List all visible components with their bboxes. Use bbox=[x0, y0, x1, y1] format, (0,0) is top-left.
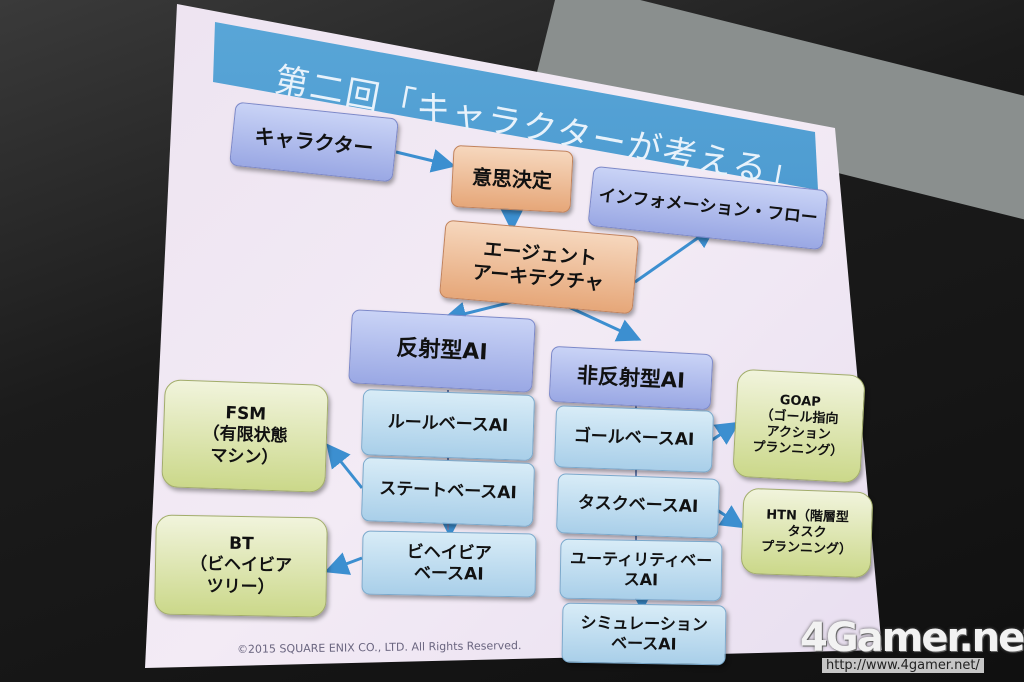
node-reflex-ai: 反射型AI bbox=[348, 309, 536, 393]
node-fsm: FSM （有限状態 マシン） bbox=[161, 379, 329, 493]
node-decision: 意思決定 bbox=[450, 144, 574, 214]
node-goal-based-ai: ゴールベースAI bbox=[553, 405, 715, 473]
node-goap: GOAP （ゴール指向 アクション プランニング） bbox=[732, 368, 866, 484]
node-agent-architecture: エージェント アーキテクチャ bbox=[438, 219, 640, 315]
arrow-character-decision bbox=[395, 149, 456, 173]
node-simulation-based-ai: シミュレーション ベースAI bbox=[561, 602, 727, 666]
node-htn: HTN（階層型 タスク プランニング） bbox=[740, 487, 874, 579]
node-behavior-based-ai: ビヘイビア ベースAI bbox=[361, 530, 537, 598]
node-bt: BT （ビヘイビア ツリー） bbox=[154, 514, 328, 618]
arrow-goal-goap bbox=[711, 421, 741, 445]
arrow-task-htn bbox=[716, 505, 746, 529]
node-rule-based-ai: ルールベースAI bbox=[360, 389, 536, 461]
node-utility-based-ai: ユーティリティベー スAI bbox=[559, 538, 723, 602]
watermark-url: http://www.4gamer.net/ bbox=[822, 658, 984, 673]
node-task-based-ai: タスクベースAI bbox=[556, 473, 720, 539]
arrow-state-fsm bbox=[326, 443, 364, 489]
watermark-logo: 4Gamer.net bbox=[800, 615, 1024, 661]
arrow-behavior-bt bbox=[324, 552, 363, 575]
node-state-based-ai: ステートベースAI bbox=[360, 457, 536, 527]
node-nonreflex-ai: 非反射型AI bbox=[548, 345, 714, 411]
